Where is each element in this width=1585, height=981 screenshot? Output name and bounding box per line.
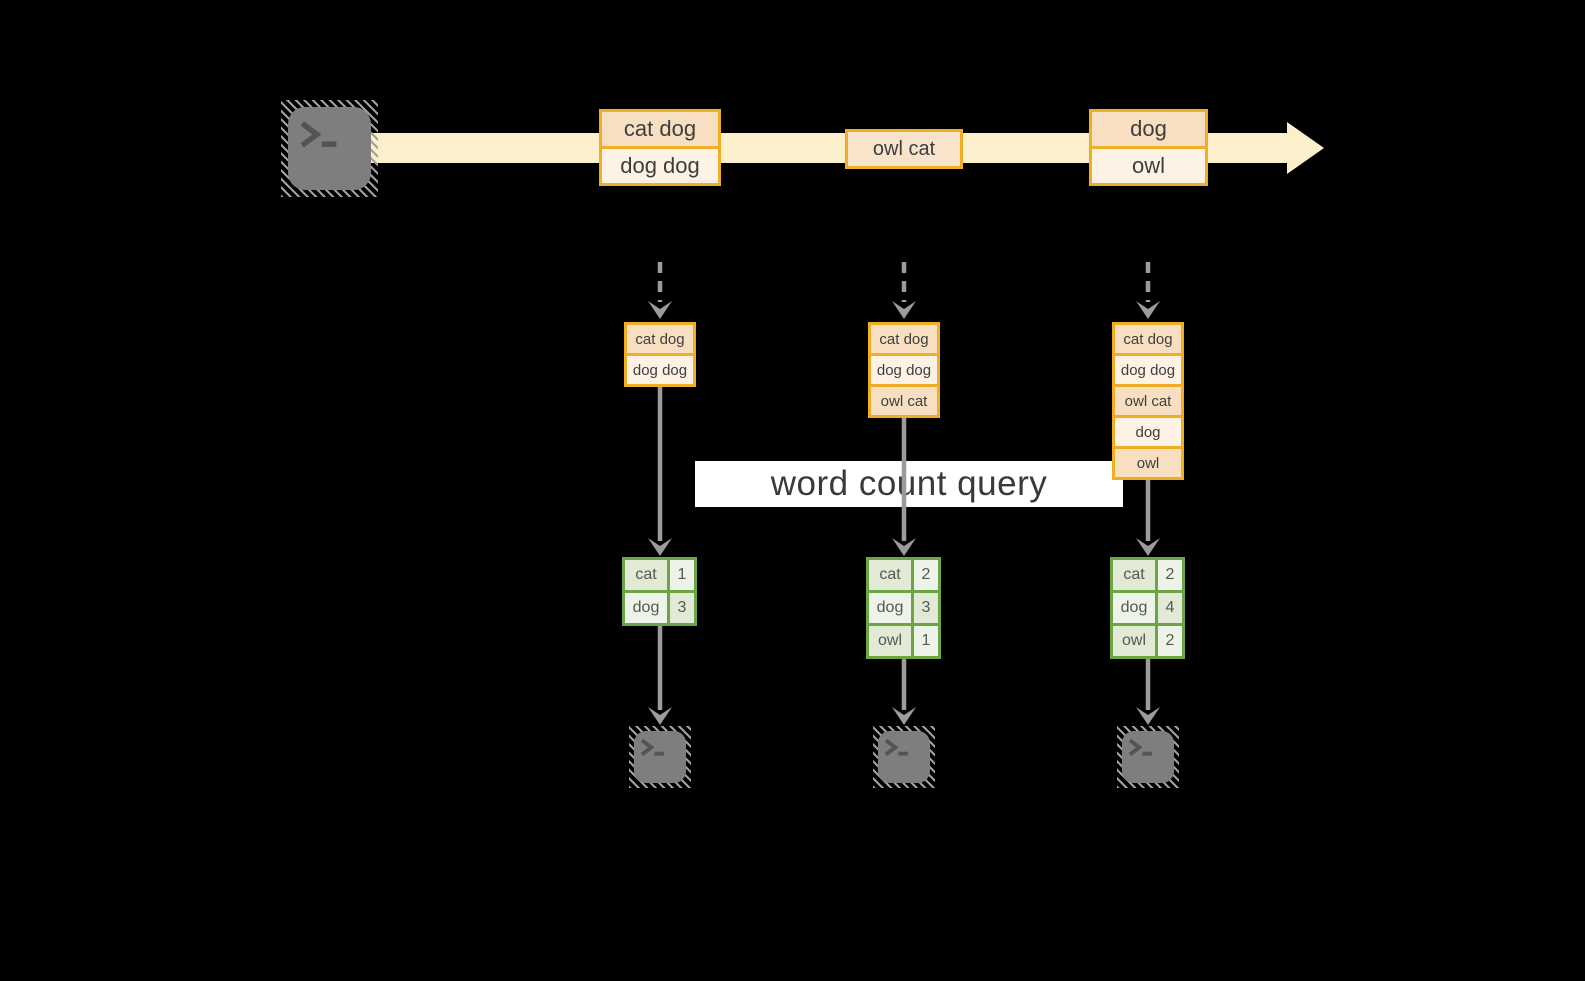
batch-line: dog xyxy=(1092,112,1205,146)
microbatch-1: cat dog dog dog xyxy=(624,322,696,387)
batch-line: owl cat xyxy=(871,387,937,415)
query-label: word count query xyxy=(695,461,1123,507)
batch-line: cat dog xyxy=(602,112,718,146)
count-cell: 4 xyxy=(1158,593,1182,623)
terminal-prompt-icon xyxy=(641,739,665,757)
result-table-2: cat 2 dog 3 owl 1 xyxy=(866,557,941,659)
batch-line: dog dog xyxy=(871,356,937,384)
terminal-source-icon xyxy=(281,100,378,197)
batch-line: dog dog xyxy=(627,356,693,384)
microbatch-2: cat dog dog dog owl cat xyxy=(868,322,940,418)
word-cell: owl xyxy=(869,626,911,656)
batch-line: cat dog xyxy=(1115,325,1181,353)
count-cell: 2 xyxy=(1158,626,1182,656)
batch-line: dog dog xyxy=(602,149,718,183)
count-cell: 3 xyxy=(914,593,938,623)
batch-line: owl cat xyxy=(848,132,960,166)
terminal-screen xyxy=(1122,731,1174,783)
batch-line: owl xyxy=(1115,449,1181,477)
stream-batch-2: owl cat xyxy=(845,129,963,169)
word-cell: dog xyxy=(869,593,911,623)
batch-line: owl cat xyxy=(1115,387,1181,415)
terminal-screen xyxy=(634,731,686,783)
batch-line: dog xyxy=(1115,418,1181,446)
batch-line: cat dog xyxy=(871,325,937,353)
terminal-prompt-icon xyxy=(300,120,336,148)
terminal-prompt-icon xyxy=(885,739,909,757)
terminal-sink-icon-2 xyxy=(873,726,935,788)
word-cell: cat xyxy=(1113,560,1155,590)
count-cell: 1 xyxy=(914,626,938,656)
count-cell: 2 xyxy=(914,560,938,590)
word-cell: dog xyxy=(1113,593,1155,623)
word-cell: owl xyxy=(1113,626,1155,656)
result-table-1: cat 1 dog 3 xyxy=(622,557,697,626)
batch-line: owl xyxy=(1092,149,1205,183)
terminal-sink-icon-1 xyxy=(629,726,691,788)
batch-line: cat dog xyxy=(627,325,693,353)
terminal-screen xyxy=(878,731,930,783)
microbatch-3: cat dog dog dog owl cat dog owl xyxy=(1112,322,1184,480)
word-cell: cat xyxy=(625,560,667,590)
terminal-sink-icon-3 xyxy=(1117,726,1179,788)
terminal-prompt-icon xyxy=(1129,739,1153,757)
count-cell: 2 xyxy=(1158,560,1182,590)
count-cell: 3 xyxy=(670,593,694,623)
stream-batch-3: dog owl xyxy=(1089,109,1208,186)
stream-batch-1: cat dog dog dog xyxy=(599,109,721,186)
batch-line: dog dog xyxy=(1115,356,1181,384)
count-cell: 1 xyxy=(670,560,694,590)
word-cell: dog xyxy=(625,593,667,623)
word-cell: cat xyxy=(869,560,911,590)
result-table-3: cat 2 dog 4 owl 2 xyxy=(1110,557,1185,659)
